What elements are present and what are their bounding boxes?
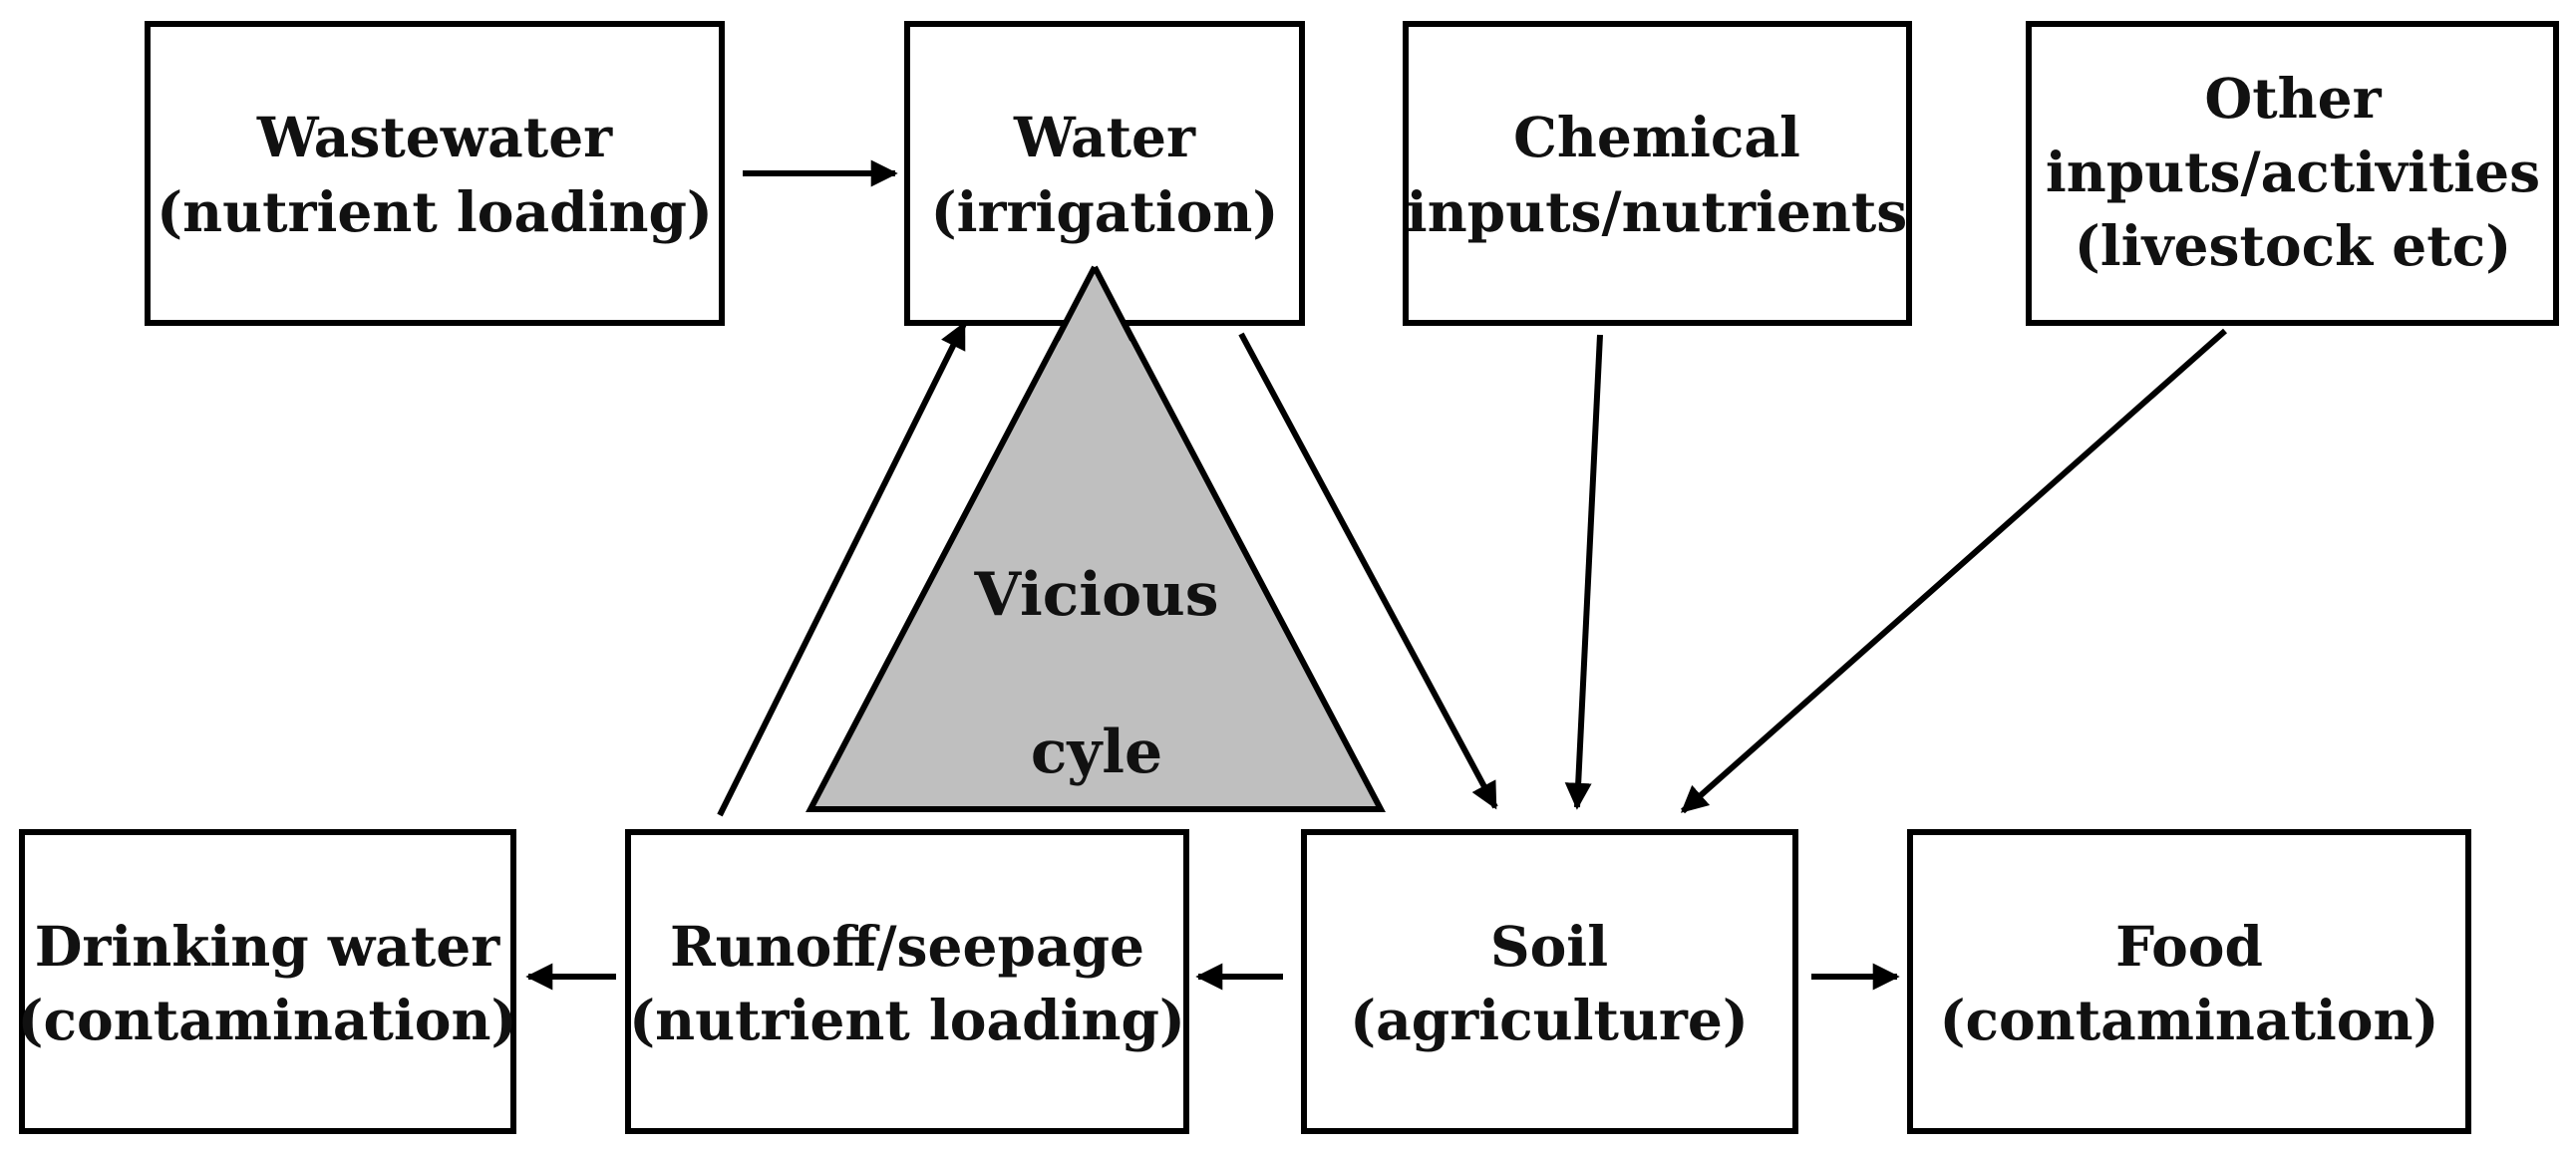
vicious-cycle-triangle: Vicious cyle [805,260,1386,812]
node-label-line1: Chemical [1513,105,1800,169]
node-soil: Soil (agriculture) [1301,829,1798,1134]
triangle-tip-edge-left [1054,265,1098,342]
box [19,829,516,1134]
node-label-line1: Wastewater [256,105,613,169]
node-label-line1: Soil [1490,914,1608,979]
arrow-other-to-soil [1680,328,2227,814]
arrows [525,159,2227,991]
box [904,21,1305,326]
node-label-line2: (contamination) [18,988,517,1052]
triangle-tip-overlap [1059,267,1130,336]
node-label-line2: (contamination) [1940,988,2439,1052]
node-label-line2: (nutrient loading) [157,179,713,244]
node-label-line3: (livestock etc) [2075,213,2511,278]
node-label-line2: (nutrient loading) [629,988,1185,1052]
node-label-line1: Food [2115,914,2263,979]
node-wastewater: Wastewater (nutrient loading) [145,21,725,326]
node-label-line1: Runoff/seepage [670,914,1144,979]
node-drinking-water: Drinking water (contamination) [18,829,517,1134]
triangle-shape [805,260,1386,812]
node-other: Other inputs/activities (livestock etc) [2026,21,2559,326]
node-label-line1: Drinking water [35,914,501,979]
node-label-line2: (agriculture) [1350,988,1749,1052]
box [625,829,1189,1134]
arrow-chemical-to-soil [1564,334,1603,810]
box [1301,829,1798,1134]
box [1403,21,1912,326]
node-food: Food (contamination) [1907,829,2471,1134]
node-label-line1: Other [2204,66,2382,131]
arrow-runoff-to-water [717,321,967,817]
arrow-water-to-soil [1238,332,1498,810]
node-label-line1: Water [1013,105,1196,169]
node-chemical: Chemical inputs/nutrients [1403,21,1912,326]
box [145,21,725,326]
node-label-line2: inputs/nutrients [1407,179,1907,244]
node-water: Water (irrigation) [904,21,1305,326]
node-label-line2: (irrigation) [931,179,1279,244]
triangle-label-line2: cyle [1031,718,1162,787]
box [2026,21,2559,326]
node-runoff: Runoff/seepage (nutrient loading) [625,829,1189,1134]
triangle-label-line1: Vicious [973,560,1218,630]
triangle-tip-edge-right [1092,265,1135,342]
box [1907,829,2471,1134]
node-label-line2: inputs/activities [2046,140,2540,204]
